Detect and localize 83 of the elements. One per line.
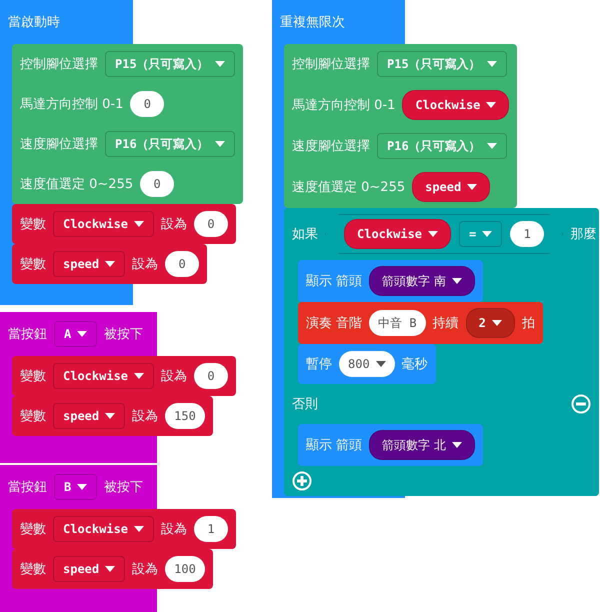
variable-dropdown: speed — [412, 172, 490, 202]
dropdown-field: speed — [53, 556, 126, 582]
dropdown-field: P16（只可寫入） — [105, 131, 235, 157]
block-label: 當按鈕 — [8, 479, 47, 496]
motor-control-block — [12, 44, 243, 204]
set-variable-block — [12, 549, 213, 589]
show-arrow-block — [298, 260, 483, 302]
variable-dropdown: Clockwise — [402, 90, 510, 120]
block-label: 馬達方向控制 0-1 — [20, 96, 124, 113]
block-label: 變數 — [20, 408, 46, 425]
dropdown-field: = — [459, 221, 502, 247]
if-else-block — [284, 208, 599, 496]
block-label: 變數 — [20, 216, 46, 233]
value-field: 0 — [194, 211, 228, 237]
value-field: 1 — [510, 221, 544, 247]
block-label: 拍 — [522, 315, 535, 332]
block-label: 顯示 箭頭 — [306, 437, 362, 454]
variable-dropdown: Clockwise — [344, 219, 452, 249]
block-label: 控制腳位選擇 — [20, 56, 98, 73]
block-label: 當按鈕 — [8, 326, 47, 343]
block-label: 控制腳位選擇 — [292, 56, 370, 73]
block-label: 重複無限次 — [280, 14, 345, 31]
pause-block — [298, 344, 436, 384]
dropdown-field: speed — [53, 403, 126, 429]
value-field: 100 — [165, 556, 205, 582]
block-label: 被按下 — [104, 326, 144, 343]
block-label: 變數 — [20, 256, 46, 273]
block-label: 變數 — [20, 561, 46, 578]
block-label: 設為 — [161, 368, 188, 385]
block-label: 被按下 — [104, 479, 144, 496]
button-event-block — [0, 312, 236, 463]
block-label: 否則 — [292, 396, 318, 413]
value-field: 0 — [130, 91, 164, 117]
block-label: 那麼 — [570, 226, 596, 243]
set-variable-block — [12, 244, 208, 284]
value-field: 1 — [194, 516, 228, 542]
dropdown-field: B — [54, 474, 98, 500]
block-label: 演奏 音階 — [306, 315, 362, 332]
block-label: 馬達方向控制 0-1 — [292, 97, 396, 114]
dropdown-field: P15（只可寫入） — [105, 51, 235, 77]
forever-loop-block — [272, 0, 599, 498]
block-label: 變數 — [20, 521, 46, 538]
play-tone-block — [298, 302, 543, 344]
dropdown-field: P15（只可寫入） — [377, 51, 507, 77]
arrow-direction-dropdown: 箭頭數字 北 — [369, 430, 475, 460]
value-field: 0 — [194, 363, 228, 389]
block-label: 顯示 箭頭 — [306, 273, 362, 290]
motor-control-block — [284, 44, 518, 208]
block-label: 速度腳位選擇 — [292, 138, 370, 155]
start-event-block — [0, 0, 243, 305]
block-label: 持續 — [432, 315, 459, 332]
block-label: 變數 — [20, 368, 46, 385]
set-variable-block — [12, 356, 236, 396]
value-field: 0 — [140, 171, 174, 197]
show-arrow-block — [298, 424, 483, 466]
dropdown-field: speed — [53, 251, 126, 277]
value-field: 0 — [165, 251, 200, 277]
dropdown-field: 800 — [339, 351, 395, 377]
block-label: 速度值選定 0~255 — [292, 179, 406, 196]
block-label: 當啟動時 — [8, 14, 60, 31]
beat-dropdown: 2 — [466, 308, 515, 338]
dropdown-field: Clockwise — [53, 211, 154, 237]
block-label: 設為 — [161, 216, 188, 233]
block-label: 速度值選定 0~255 — [20, 176, 134, 193]
dropdown-field: Clockwise — [53, 363, 154, 389]
set-variable-block — [12, 509, 236, 549]
block-label: 設為 — [132, 408, 158, 425]
block-label: 暫停 — [306, 356, 332, 373]
arrow-direction-dropdown: 箭頭數字 南 — [369, 266, 475, 296]
set-variable-block — [12, 396, 213, 436]
block-label: 設為 — [132, 256, 158, 273]
value-field: 150 — [165, 403, 205, 429]
dropdown-field: A — [54, 321, 98, 347]
block-label: 設為 — [161, 521, 188, 538]
block-label: 如果 — [292, 226, 318, 243]
block-label: 毫秒 — [402, 356, 428, 373]
set-variable-block — [12, 204, 236, 244]
block-label: 設為 — [132, 561, 158, 578]
block-label: 速度腳位選擇 — [20, 136, 98, 153]
dropdown-field: P16（只可寫入） — [377, 133, 507, 159]
dropdown-field: Clockwise — [53, 516, 154, 542]
value-field: 中音 B — [369, 310, 426, 336]
button-event-block — [0, 465, 236, 612]
